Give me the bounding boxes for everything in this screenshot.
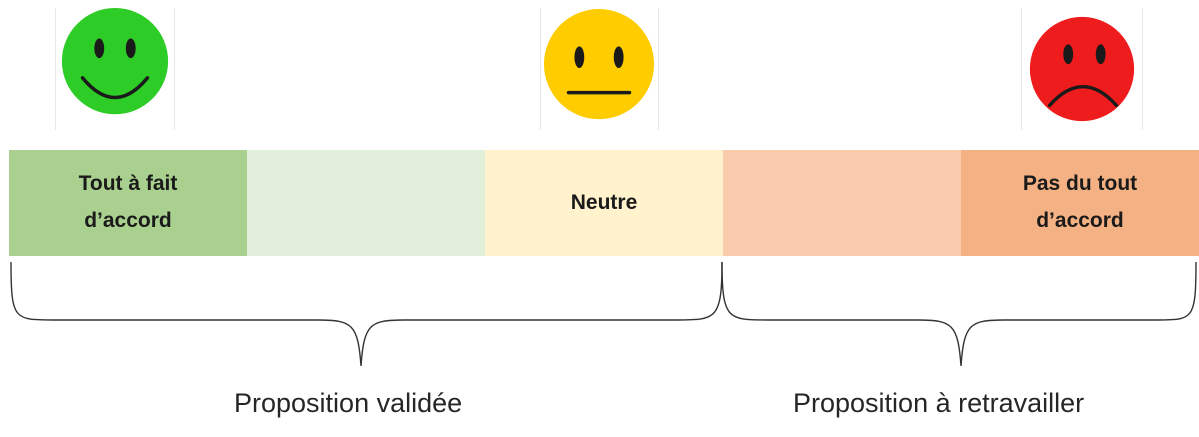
grouping-braces <box>10 262 1197 367</box>
scale-cell-neutral: Neutre <box>485 150 723 256</box>
sad-face-frame <box>1021 8 1143 130</box>
group-label-validated: Proposition validée <box>234 388 463 418</box>
validated-brace <box>10 262 723 367</box>
agreement-scale: Tout à fait d’accord Neutre Pas du tout … <box>9 150 1199 256</box>
neutral-face-frame <box>540 8 659 130</box>
group-label-rework: Proposition à retravailler <box>793 388 1085 418</box>
rework-brace <box>721 262 1197 367</box>
sad-face-icon <box>1029 16 1135 122</box>
neutral-face-icon <box>543 9 655 120</box>
scale-cell-disagree <box>723 150 961 256</box>
scale-cell-agree <box>247 150 485 256</box>
scale-cell-strongly-agree: Tout à fait d’accord <box>9 150 247 256</box>
happy-face-frame <box>55 8 175 130</box>
scale-cell-strongly-disagree: Pas du tout d’accord <box>961 150 1199 256</box>
happy-face-icon <box>61 8 169 115</box>
